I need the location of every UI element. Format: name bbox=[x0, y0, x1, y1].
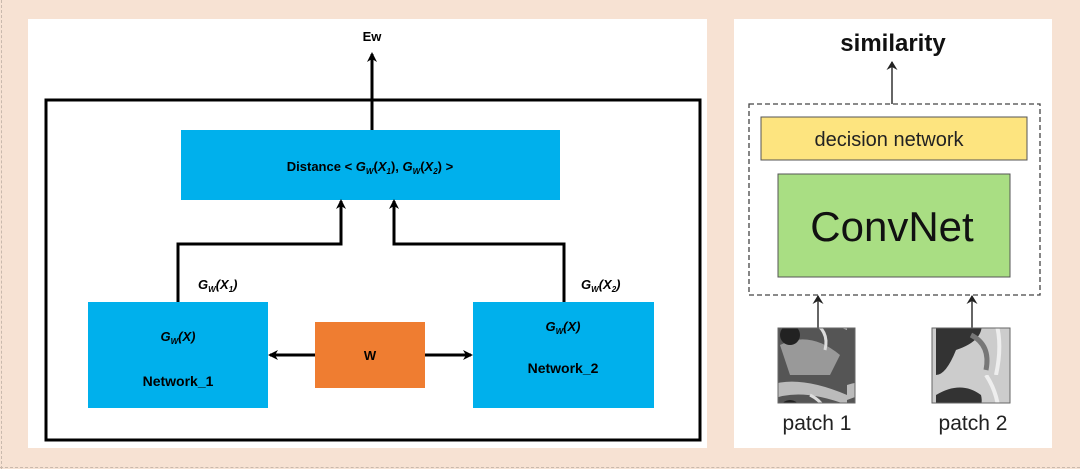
convnet-box bbox=[777, 173, 1011, 278]
patch1-label: patch 1 bbox=[783, 412, 852, 435]
convnet-label: ConvNet bbox=[810, 203, 974, 250]
branch2-label: GW(X2) bbox=[581, 277, 621, 294]
model-dashed-frame bbox=[748, 103, 1041, 296]
page-border-left bbox=[1, 0, 2, 469]
siamese-network-diagram: Ew Distance < GW(X1), GW(X2) > GW(X1) GW… bbox=[28, 19, 707, 448]
branch2-arrow bbox=[389, 199, 566, 302]
distance-box bbox=[181, 130, 560, 200]
network2-name: Network_2 bbox=[528, 360, 599, 376]
decision-network-label: decision network bbox=[815, 129, 965, 151]
shared-weights-box bbox=[315, 322, 425, 388]
network1-function: GW(X) bbox=[160, 329, 195, 346]
branch1-arrow bbox=[176, 199, 346, 302]
network1-box bbox=[88, 302, 268, 408]
distance-label: Distance < GW(X1), GW(X2) > bbox=[287, 159, 454, 176]
network2-box bbox=[473, 302, 654, 408]
patch1-image bbox=[777, 327, 856, 404]
network1-name: Network_1 bbox=[143, 373, 214, 389]
branch1-label: GW(X1) bbox=[198, 277, 238, 294]
outer-frame bbox=[44, 98, 702, 442]
output-label-ew: Ew bbox=[363, 29, 383, 44]
patch2-label: patch 2 bbox=[939, 412, 1008, 435]
decision-network-box bbox=[760, 116, 1028, 161]
patch2-image bbox=[931, 327, 1011, 404]
page-border-bottom bbox=[0, 467, 1080, 468]
network2-function: GW(X) bbox=[545, 319, 580, 336]
two-channel-diagram: similarity decision network ConvNet patc… bbox=[734, 19, 1052, 448]
similarity-title: similarity bbox=[840, 30, 946, 57]
shared-weights-label: W bbox=[364, 348, 377, 363]
